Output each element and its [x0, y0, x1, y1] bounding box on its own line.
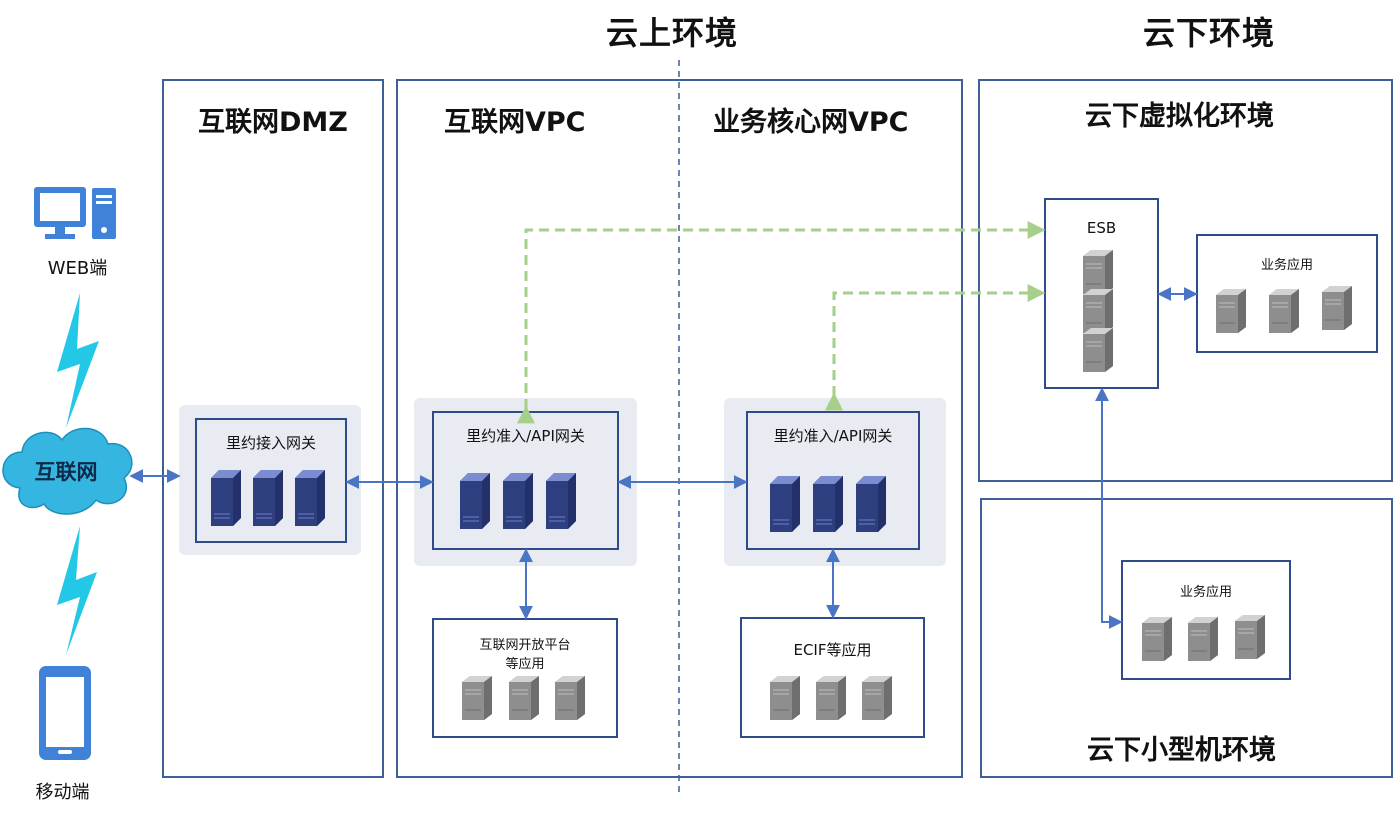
core-gateway-to-esb-dashed-arrow: [825, 284, 1046, 411]
server-icon: [812, 475, 844, 533]
server-icon: [769, 675, 801, 721]
server-icon: [861, 675, 893, 721]
internet-cloud-label: 互联网: [35, 460, 98, 484]
server-icon: [508, 675, 540, 721]
server-icon: [545, 472, 577, 530]
esb-label: ESB: [1086, 219, 1117, 237]
server-icon: [294, 469, 326, 527]
lightning-icon: [57, 293, 99, 428]
server-icon: [1141, 616, 1173, 662]
minicomputer-zone: [980, 498, 1393, 778]
server-icon: [1082, 288, 1114, 334]
server-icon: [1215, 288, 1247, 334]
internet-gateway-to-esb-dashed-arrow: [517, 221, 1046, 424]
server-icon: [815, 675, 847, 721]
server-icon: [1082, 327, 1114, 373]
cloud-icon: [2, 427, 133, 515]
server-icon: [502, 472, 534, 530]
esb-to-minicomputer-arrow: [1095, 387, 1123, 629]
server-icon: [459, 472, 491, 530]
core-vpc-title: 业务核心网VPC: [713, 107, 909, 138]
minicomputer-title: 云下小型机环境: [1087, 735, 1276, 766]
server-icon: [1321, 285, 1353, 331]
server-icon: [855, 475, 887, 533]
access-gateway-label: 里约接入网关: [225, 434, 316, 452]
cloud-on-header: 云上环境: [606, 14, 739, 52]
lightning-icon: [57, 526, 97, 655]
ecif-label: ECIF等应用: [793, 641, 872, 659]
mobile-client-label: 移动端: [35, 782, 90, 803]
server-icon: [461, 675, 493, 721]
internet-vpc-title: 互联网VPC: [444, 107, 586, 138]
cloud-off-header: 云下环境: [1143, 14, 1276, 52]
desktop-computer-icon: [34, 187, 116, 239]
web-client-label: WEB端: [47, 258, 108, 279]
server-icon: [1268, 288, 1300, 334]
dmz-title: 互联网DMZ: [198, 107, 348, 138]
biz-app-mini-label: 业务应用: [1179, 585, 1232, 600]
open-platform-label-1: 互联网开放平台: [479, 638, 571, 653]
server-icon: [554, 675, 586, 721]
server-icon: [210, 469, 242, 527]
mobile-phone-icon: [39, 666, 91, 760]
server-icon: [1234, 614, 1266, 660]
server-icon: [1082, 249, 1114, 295]
virtualization-title: 云下虚拟化环境: [1085, 101, 1274, 132]
server-icon: [1187, 616, 1219, 662]
open-platform-label-2: 等应用: [505, 657, 545, 672]
internet-api-gateway-label: 里约准入/API网关: [466, 427, 585, 445]
server-icon: [252, 469, 284, 527]
dmz-zone: [162, 79, 384, 778]
core-api-gateway-label: 里约准入/API网关: [773, 427, 893, 445]
biz-app-virtual-label: 业务应用: [1260, 258, 1313, 273]
server-icon: [769, 475, 801, 533]
